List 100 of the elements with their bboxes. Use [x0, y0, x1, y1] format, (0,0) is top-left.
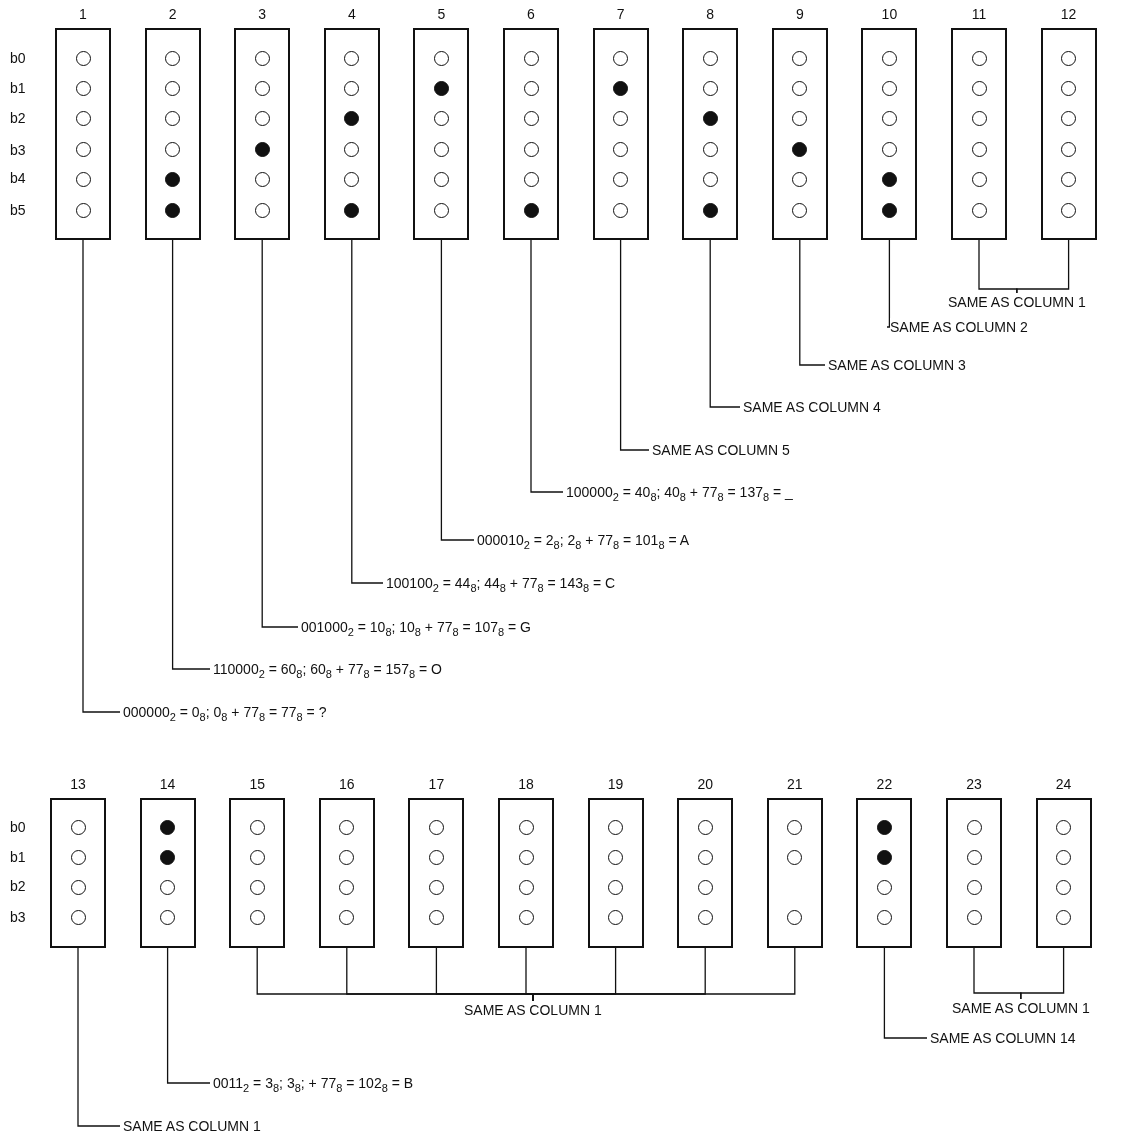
- empty-hole: [608, 879, 624, 895]
- punched-hole: [433, 80, 449, 96]
- empty-hole: [344, 50, 360, 66]
- empty-hole: [165, 141, 181, 157]
- empty-hole: [1061, 80, 1077, 96]
- empty-hole: [523, 141, 539, 157]
- leader-line: [77, 947, 121, 1127]
- empty-hole: [971, 172, 987, 188]
- row-label: b2: [10, 878, 26, 894]
- empty-hole: [792, 111, 808, 127]
- leader-line: [883, 947, 928, 1039]
- empty-hole: [75, 141, 91, 157]
- empty-hole: [881, 80, 897, 96]
- empty-hole: [1061, 141, 1077, 157]
- column-number: 10: [880, 6, 899, 22]
- column-number: 4: [346, 6, 357, 22]
- empty-hole: [339, 849, 355, 865]
- empty-hole: [971, 50, 987, 66]
- empty-hole: [75, 111, 91, 127]
- empty-hole: [433, 111, 449, 127]
- leader-line: [532, 947, 796, 1002]
- empty-hole: [613, 172, 629, 188]
- empty-hole: [249, 849, 265, 865]
- column-number: 9: [794, 6, 805, 22]
- empty-hole: [433, 141, 449, 157]
- empty-hole: [608, 909, 624, 925]
- column-number: 18: [517, 776, 535, 792]
- empty-hole: [613, 50, 629, 66]
- row-label: b0: [10, 50, 26, 66]
- empty-hole: [702, 80, 718, 96]
- empty-hole: [613, 202, 629, 218]
- column-number: 16: [338, 776, 356, 792]
- empty-hole: [518, 819, 534, 835]
- punched-hole: [254, 141, 270, 157]
- empty-hole: [697, 879, 713, 895]
- empty-hole: [433, 172, 449, 188]
- column-number: 15: [248, 776, 266, 792]
- empty-hole: [428, 879, 444, 895]
- empty-hole: [433, 202, 449, 218]
- column-number: 22: [875, 776, 894, 792]
- empty-hole: [971, 141, 987, 157]
- empty-hole: [428, 819, 444, 835]
- empty-hole: [971, 202, 987, 218]
- empty-hole: [792, 202, 808, 218]
- column-number: 20: [696, 776, 714, 792]
- empty-hole: [702, 172, 718, 188]
- empty-hole: [249, 909, 265, 925]
- empty-hole: [697, 909, 713, 925]
- empty-hole: [881, 50, 897, 66]
- column-number: 1: [78, 6, 88, 22]
- empty-hole: [518, 909, 534, 925]
- leader-line: [1016, 239, 1070, 294]
- empty-hole: [881, 111, 897, 127]
- empty-hole: [608, 819, 624, 835]
- row-label: b3: [10, 142, 26, 158]
- empty-hole: [792, 172, 808, 188]
- column-number: 14: [158, 776, 177, 792]
- row-label: b2: [10, 110, 26, 126]
- punched-hole: [165, 202, 181, 218]
- empty-hole: [1061, 50, 1077, 66]
- empty-hole: [249, 879, 265, 895]
- leader-line: [799, 239, 826, 366]
- column-number: 24: [1054, 776, 1073, 792]
- empty-hole: [608, 849, 624, 865]
- column-number: 23: [965, 776, 983, 792]
- row-label: b5: [10, 202, 26, 218]
- empty-hole: [523, 172, 539, 188]
- empty-hole: [249, 819, 265, 835]
- column-number: 6: [526, 6, 536, 22]
- empty-hole: [70, 879, 86, 895]
- leader-line: [82, 239, 121, 713]
- empty-hole: [1056, 819, 1072, 835]
- empty-hole: [433, 50, 449, 66]
- empty-hole: [70, 909, 86, 925]
- empty-hole: [518, 879, 534, 895]
- empty-hole: [344, 172, 360, 188]
- column-number: 3: [257, 6, 268, 22]
- empty-hole: [697, 819, 713, 835]
- empty-hole: [428, 849, 444, 865]
- empty-hole: [792, 50, 808, 66]
- empty-hole: [1056, 879, 1072, 895]
- empty-hole: [518, 849, 534, 865]
- empty-hole: [428, 909, 444, 925]
- empty-hole: [876, 909, 892, 925]
- empty-hole: [160, 879, 176, 895]
- empty-hole: [165, 111, 181, 127]
- empty-hole: [523, 111, 539, 127]
- punched-hole: [344, 111, 360, 127]
- empty-hole: [881, 141, 897, 157]
- empty-hole: [876, 879, 892, 895]
- punched-hole: [160, 849, 176, 865]
- empty-hole: [165, 50, 181, 66]
- empty-hole: [523, 80, 539, 96]
- column-number: 13: [69, 776, 87, 792]
- empty-hole: [254, 202, 270, 218]
- row-label: b0: [10, 819, 26, 835]
- leader-line: [166, 947, 211, 1084]
- leader-line: [619, 239, 650, 451]
- punched-hole: [876, 849, 892, 865]
- leader-line: [261, 239, 299, 628]
